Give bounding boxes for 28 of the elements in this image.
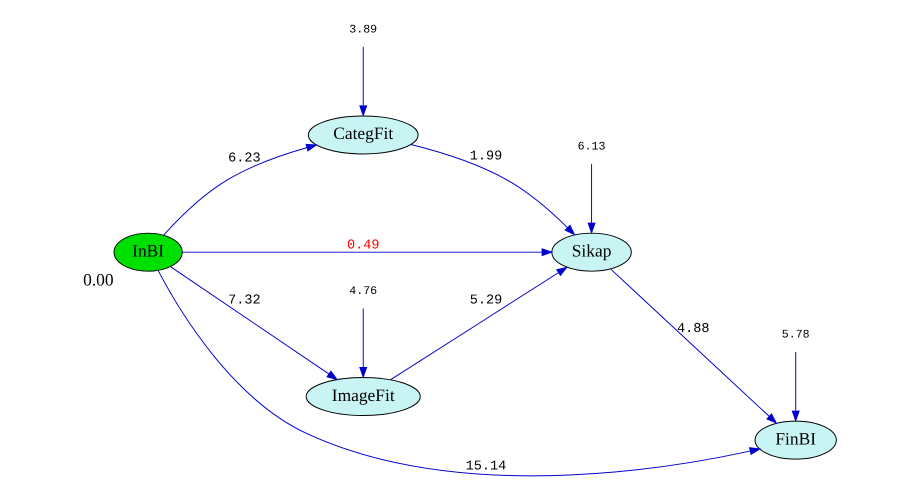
- arrow: [410, 144, 576, 236]
- arrow: [163, 144, 318, 236]
- edge-label: 7.32: [228, 294, 261, 309]
- arrow: [390, 266, 568, 380]
- arrow: [170, 266, 338, 380]
- arrow: [182, 248, 554, 256]
- arrow: [359, 308, 368, 379]
- node-ellipse: FinBI: [754, 420, 837, 460]
- node-text: 6.13: [578, 140, 606, 154]
- node-text: 3.89: [349, 23, 378, 36]
- arrow: [359, 46, 368, 118]
- edge-label: 6.23: [228, 151, 261, 166]
- node-text: 5.78: [782, 328, 810, 342]
- arrow: [610, 268, 778, 424]
- edge-label: 5.29: [470, 294, 502, 309]
- arrow: [792, 352, 800, 422]
- node-ellipse: InBI: [114, 232, 183, 272]
- edge-label: 0.49: [346, 238, 380, 254]
- node-ellipse: CategFit: [308, 116, 419, 154]
- edge-label: 15.14: [466, 459, 506, 474]
- node-ellipse: ImageFit: [306, 377, 421, 416]
- node-text: 4.76: [349, 284, 378, 298]
- node-ellipse: Sikap: [551, 232, 632, 272]
- node-label: 0.00: [83, 269, 114, 290]
- edge-label: 4.88: [677, 322, 710, 337]
- edge-label: 1.99: [470, 149, 502, 164]
- arrow: [158, 270, 762, 476]
- arrow: [588, 164, 596, 234]
